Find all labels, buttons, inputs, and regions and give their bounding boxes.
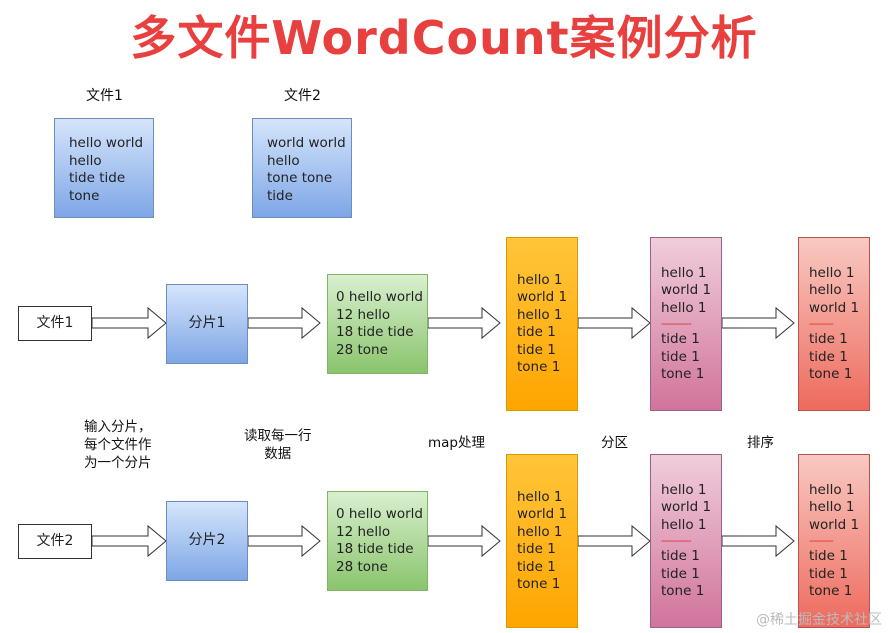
partition-line: tide 1 xyxy=(661,548,700,564)
map-line: tide 1 xyxy=(517,558,556,575)
sort-line: tide 1 xyxy=(809,331,848,347)
stage-label-split: 输入分片， 每个文件作 为一个分片 xyxy=(84,418,152,472)
stage-label-read: 读取每一行 数据 xyxy=(244,427,312,463)
read-line: 18 tide tide xyxy=(336,324,414,340)
read-line: 12 hello xyxy=(336,306,391,323)
map-line: tone 1 xyxy=(517,576,561,592)
partition-line: world 1 xyxy=(661,499,712,515)
sort-line: world 1 xyxy=(809,299,860,316)
sort-line: tone 1 xyxy=(809,366,853,382)
stage-label-line: 每个文件作 xyxy=(84,437,152,453)
sort2-box: hello 1 hello 1 world 1 -------- tide 1 … xyxy=(798,454,870,628)
input-file1-label: 文件1 xyxy=(36,314,74,331)
map1-box: hello 1 world 1 hello 1 tide 1 tide 1 to… xyxy=(506,237,578,411)
sort-line: tide 1 xyxy=(809,565,848,582)
map-line: hello 1 xyxy=(517,488,563,505)
file-line: hello xyxy=(267,152,300,169)
read-line: 0 hello world xyxy=(336,506,423,522)
sort-line: hello 1 xyxy=(809,264,855,281)
file-line: hello xyxy=(69,152,102,169)
stage-label-sort: 排序 xyxy=(747,435,774,451)
split1-label: 分片1 xyxy=(188,315,226,332)
stage-label-line: 数据 xyxy=(264,446,292,462)
partition-divider: ---------- xyxy=(661,534,692,547)
map-line: world 1 xyxy=(517,506,568,522)
file-line: tide tide xyxy=(69,170,126,186)
sort-line: tide 1 xyxy=(809,548,848,564)
read1-box: 0 hello world 12 hello 18 tide tide 28 t… xyxy=(327,274,428,374)
partition-line: tide 1 xyxy=(661,348,700,365)
sort-line: hello 1 xyxy=(809,481,855,498)
stage-label-partition: 分区 xyxy=(601,435,628,451)
split1-box: 分片1 xyxy=(166,284,248,364)
partition-line: tone 1 xyxy=(661,583,705,599)
file2-content-box: world world hello tone tone tide xyxy=(252,118,352,218)
read-line: 28 tone xyxy=(336,558,388,575)
arrow-icon xyxy=(427,524,501,558)
sort-divider: -------- xyxy=(809,317,834,330)
partition1-box: hello 1 world 1 hello 1 ---------- tide … xyxy=(650,237,722,411)
sort-line: tone 1 xyxy=(809,583,853,599)
arrow-icon xyxy=(721,306,795,340)
map-line: world 1 xyxy=(517,289,568,305)
file-line: tone tone xyxy=(267,170,333,186)
partition-line: tone 1 xyxy=(661,366,705,382)
read-line: 18 tide tide xyxy=(336,541,414,557)
map-line: hello 1 xyxy=(517,306,563,323)
map-line: tide 1 xyxy=(517,324,556,340)
partition-line: hello 1 xyxy=(661,264,707,281)
input-file1-box: 文件1 xyxy=(18,306,92,341)
file2-title: 文件2 xyxy=(284,88,321,104)
read-line: 28 tone xyxy=(336,341,388,358)
split2-label: 分片2 xyxy=(188,532,226,549)
map-line: tone 1 xyxy=(517,359,561,375)
sort-line: hello 1 xyxy=(809,282,855,298)
stage-label-line: 读取每一行 xyxy=(244,428,312,444)
partition-line: hello 1 xyxy=(661,516,707,533)
arrow-icon xyxy=(427,306,501,340)
partition-line: tide 1 xyxy=(661,565,700,582)
input-file2-label: 文件2 xyxy=(36,532,74,549)
arrow-icon xyxy=(247,306,321,340)
arrow-icon xyxy=(721,524,795,558)
file-line: tone xyxy=(69,187,100,204)
map-line: hello 1 xyxy=(517,271,563,288)
file-line: hello world xyxy=(69,135,144,151)
input-file2-box: 文件2 xyxy=(18,524,92,559)
map2-box: hello 1 world 1 hello 1 tide 1 tide 1 to… xyxy=(506,454,578,628)
read-line: 0 hello world xyxy=(336,289,423,305)
partition-line: tide 1 xyxy=(661,331,700,347)
stage-label-map: map处理 xyxy=(428,435,485,451)
sort-line: hello 1 xyxy=(809,499,855,515)
read2-box: 0 hello world 12 hello 18 tide tide 28 t… xyxy=(327,491,428,591)
split2-box: 分片2 xyxy=(166,501,248,581)
partition-divider: ---------- xyxy=(661,317,692,330)
arrow-icon xyxy=(577,524,651,558)
stage-label-line: 为一个分片 xyxy=(84,455,152,471)
partition-line: world 1 xyxy=(661,282,712,298)
arrow-icon xyxy=(91,524,167,558)
read-line: 12 hello xyxy=(336,523,391,540)
arrow-icon xyxy=(577,306,651,340)
map-line: tide 1 xyxy=(517,341,556,358)
sort-line: world 1 xyxy=(809,516,860,533)
file1-content-box: hello world hello tide tide tone xyxy=(54,118,154,218)
partition-line: hello 1 xyxy=(661,299,707,316)
file-line: world world xyxy=(267,135,346,151)
sort-divider: -------- xyxy=(809,534,834,547)
partition-line: hello 1 xyxy=(661,481,707,498)
file-line: tide xyxy=(267,187,293,204)
sort-line: tide 1 xyxy=(809,348,848,365)
watermark: @稀土掘金技术社区 xyxy=(756,612,882,628)
sort1-box: hello 1 hello 1 world 1 -------- tide 1 … xyxy=(798,237,870,411)
arrow-icon xyxy=(91,306,167,340)
stage-label-line: 输入分片， xyxy=(84,419,152,435)
map-line: hello 1 xyxy=(517,523,563,540)
partition2-box: hello 1 world 1 hello 1 ---------- tide … xyxy=(650,454,722,628)
map-line: tide 1 xyxy=(517,541,556,557)
file1-title: 文件1 xyxy=(86,88,123,104)
page-title: 多文件WordCount案例分析 xyxy=(130,11,758,65)
arrow-icon xyxy=(247,524,321,558)
